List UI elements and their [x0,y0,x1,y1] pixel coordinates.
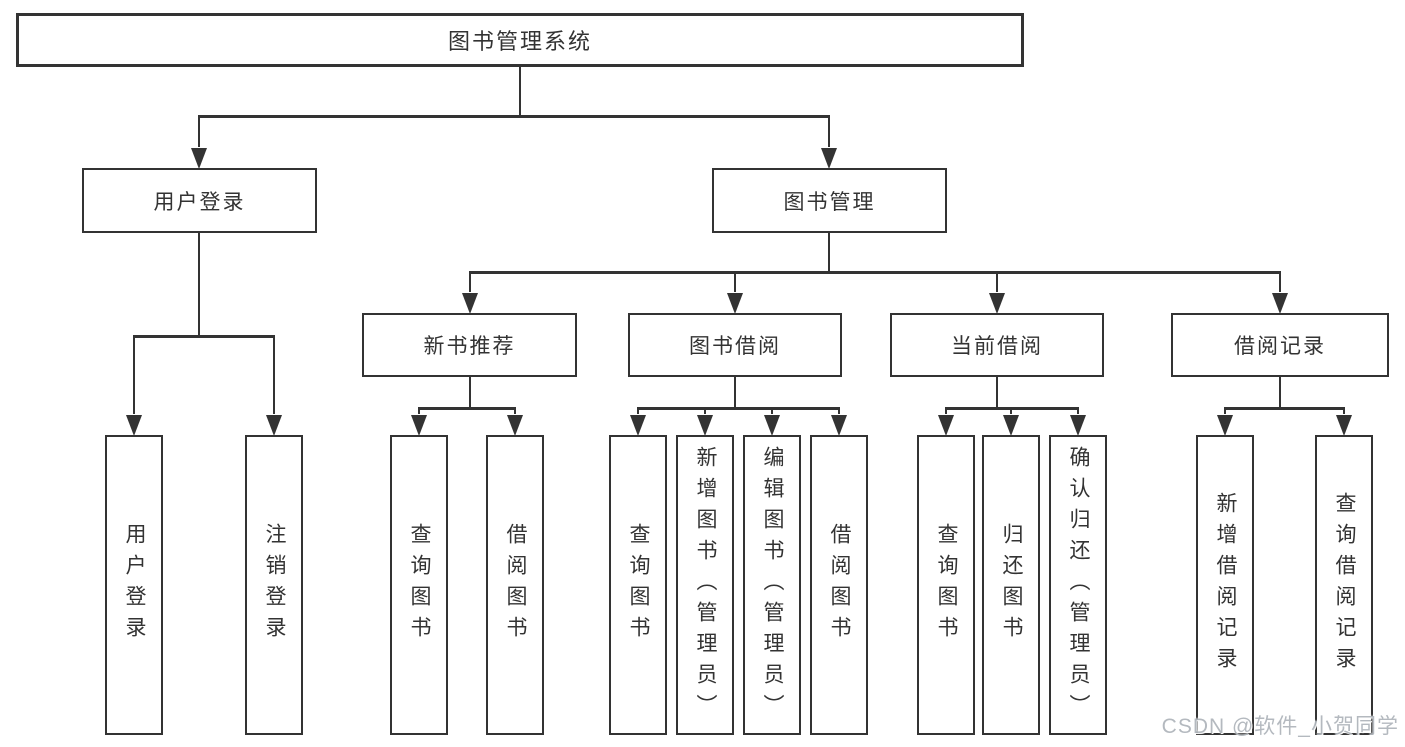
edge-book-borrow-drop-2 [770,407,774,414]
node-current-borrowing: 当前借阅 [890,313,1104,377]
edge-borrow-records-drop-0 [1223,407,1227,414]
edge-book-borrow-drop-0 [636,407,640,414]
arrowhead-book-mgmt-1 [727,293,743,314]
node-borrowing-records: 借阅记录 [1171,313,1389,377]
leaf-query-books: 查询图书 [390,435,448,735]
edge-book-borrow-stem [733,377,737,410]
node-book-management: 图书管理 [712,168,947,233]
arrowhead-book-borrow-0 [630,415,646,436]
leaf-confirm-return-admin: 确认归还（管理员） [1049,435,1107,735]
edge-book-borrow-bus [636,407,841,410]
edge-book-borrow-drop-1 [703,407,707,414]
edge-book-mgmt-bus [468,271,1282,274]
arrowhead-current-borrow-2 [1070,415,1086,436]
arrowhead-current-borrow-1 [1003,415,1019,436]
leaf-user-login: 用户登录 [105,435,163,735]
edge-new-book-rec-stem [468,377,472,410]
leaf-add-borrow-record: 新增借阅记录 [1196,435,1254,735]
edge-book-borrow-drop-3 [837,407,841,414]
leaf-borrow-books-2: 借阅图书 [810,435,868,735]
node-new-book-recommend: 新书推荐 [362,313,577,377]
arrowhead-book-mgmt-2 [989,293,1005,314]
leaf-query-borrow-record: 查询借阅记录 [1315,435,1373,735]
edge-borrow-records-stem [1278,377,1282,410]
edge-new-book-rec-drop-1 [513,407,517,414]
node-book-borrowing: 图书借阅 [628,313,842,377]
arrowhead-root-1 [821,148,837,169]
edge-user-login-stem [197,233,201,338]
edge-current-borrow-drop-0 [944,407,948,414]
edge-user-login-bus [132,335,276,338]
arrowhead-book-mgmt-0 [462,293,478,314]
leaf-edit-books-admin: 编辑图书（管理员） [743,435,801,735]
edge-current-borrow-stem [995,377,999,410]
arrowhead-root-0 [191,148,207,169]
arrowhead-new-book-rec-0 [411,415,427,436]
edge-borrow-records-bus [1223,407,1346,410]
leaf-return-books: 归还图书 [982,435,1040,735]
leaf-query-books-2: 查询图书 [609,435,667,735]
csdn-watermark: CSDN @软件_小贺同学 [1161,715,1399,738]
edge-current-borrow-drop-1 [1009,407,1013,414]
leaf-query-books-3: 查询图书 [917,435,975,735]
edge-user-login-drop-0 [132,335,136,414]
leaf-logout: 注销登录 [245,435,303,735]
leaf-add-books-admin: 新增图书（管理员） [676,435,734,735]
arrowhead-book-mgmt-3 [1272,293,1288,314]
edge-root-drop-0 [197,115,201,147]
edge-book-mgmt-drop-3 [1278,271,1282,292]
node-user-login: 用户登录 [82,168,317,233]
arrowhead-user-login-0 [126,415,142,436]
arrowhead-book-borrow-1 [697,415,713,436]
edge-root-drop-1 [827,115,831,147]
arrowhead-borrow-records-1 [1336,415,1352,436]
node-library-management-system: 图书管理系统 [16,13,1024,67]
edge-user-login-drop-1 [272,335,276,414]
edge-root-bus [197,115,831,118]
edge-book-mgmt-stem [827,233,831,274]
arrowhead-user-login-1 [266,415,282,436]
arrowhead-current-borrow-0 [938,415,954,436]
arrowhead-book-borrow-2 [764,415,780,436]
edge-book-mgmt-drop-1 [733,271,737,292]
edge-current-borrow-drop-2 [1076,407,1080,414]
edge-borrow-records-drop-1 [1342,407,1346,414]
edge-book-mgmt-drop-0 [468,271,472,292]
edge-root-stem [518,67,522,118]
edge-new-book-rec-bus [417,407,517,410]
edge-book-mgmt-drop-2 [995,271,999,292]
edge-new-book-rec-drop-0 [417,407,421,414]
arrowhead-borrow-records-0 [1217,415,1233,436]
arrowhead-new-book-rec-1 [507,415,523,436]
arrowhead-book-borrow-3 [831,415,847,436]
leaf-borrow-books: 借阅图书 [486,435,544,735]
